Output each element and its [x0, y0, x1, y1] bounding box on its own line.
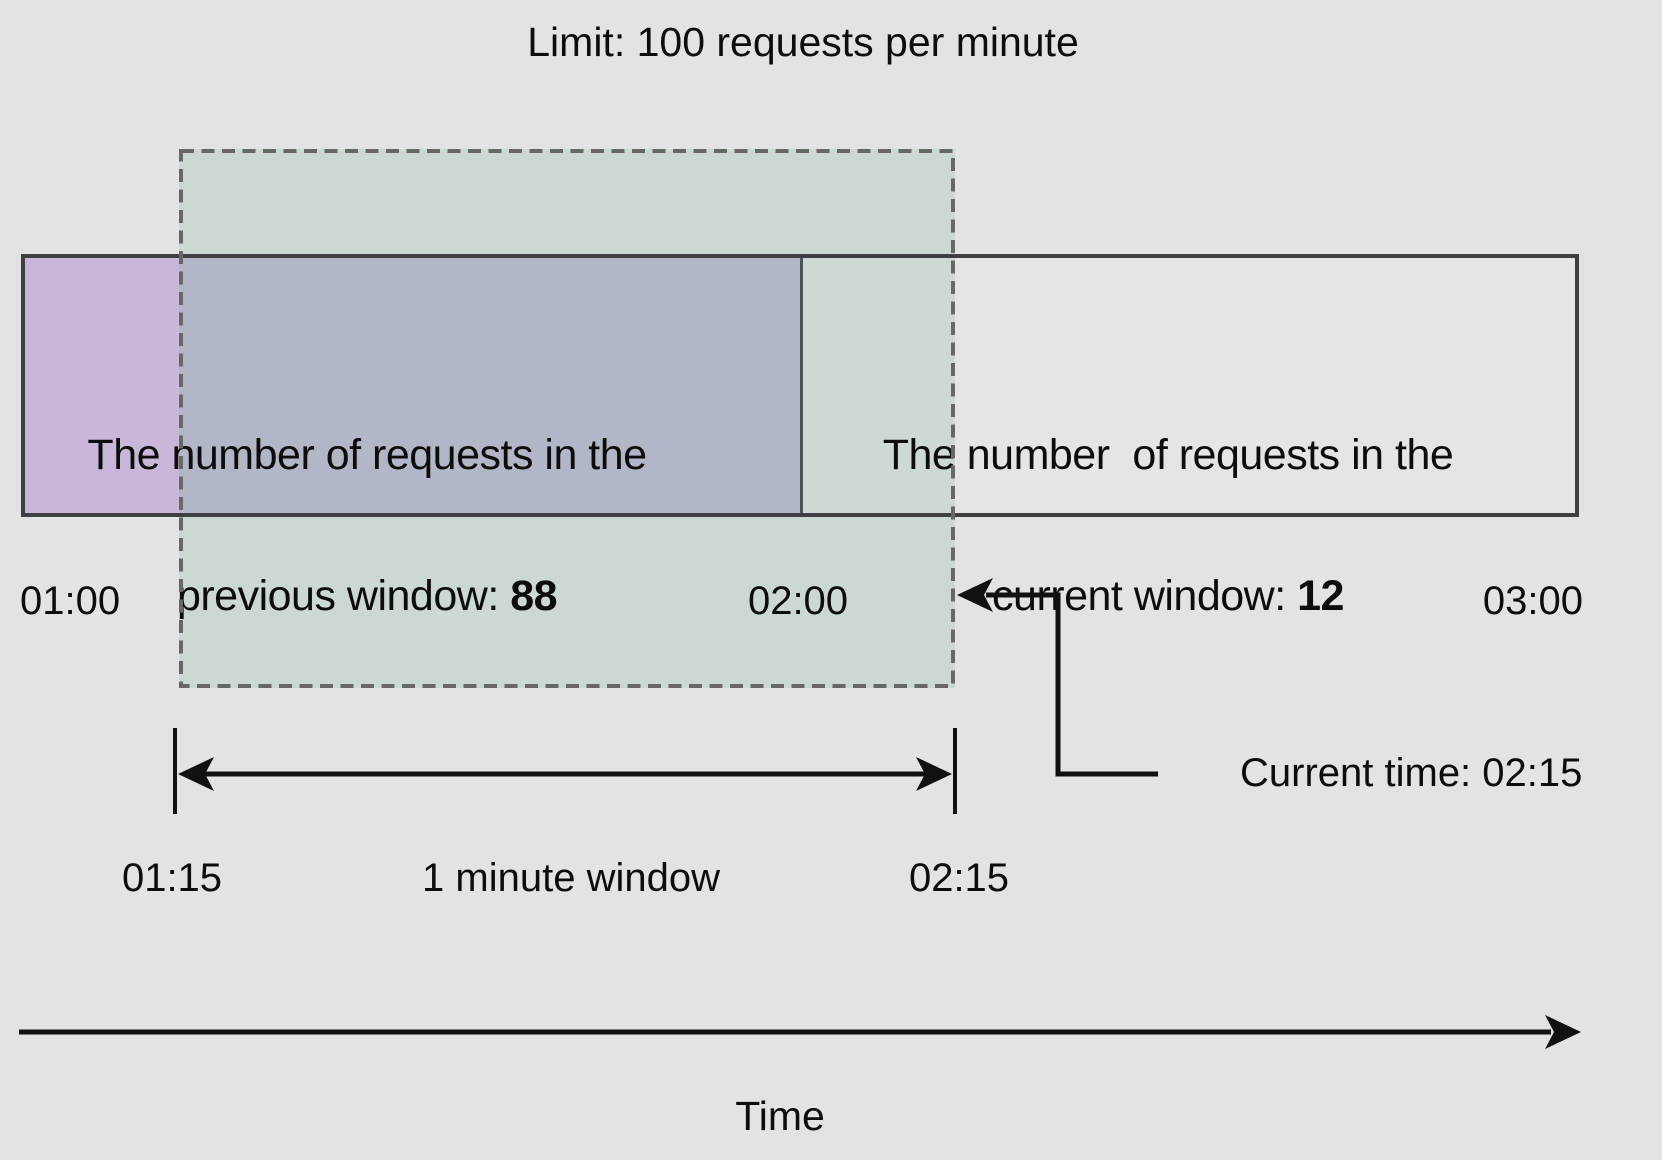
time-axis-arrowhead — [1545, 1015, 1581, 1049]
window-start-label: 01:15 — [121, 856, 223, 900]
window-span-label: 1 minute window — [422, 856, 720, 900]
current-time-label: Current time: 02:15 — [1240, 751, 1583, 795]
time-axis-label: Time — [735, 1093, 825, 1139]
current-window-caption: The number of requests in the current wi… — [883, 338, 1454, 667]
time-label-0100: 01:00 — [20, 579, 121, 623]
previous-window-count: 88 — [510, 572, 558, 620]
sliding-window-fill-top — [179, 149, 955, 254]
current-window-count: 12 — [1297, 572, 1344, 620]
current-window-caption-line1: The number of requests in the — [882, 431, 1454, 479]
previous-window-segment — [25, 258, 179, 513]
window-span-arrowhead-right — [916, 757, 952, 791]
diagram-title: Limit: 100 requests per minute — [527, 19, 1079, 65]
window-span-arrowhead-left — [178, 757, 214, 791]
window-end-label: 02:15 — [908, 856, 1010, 900]
current-window-caption-line2: current window: 12 — [992, 572, 1344, 620]
previous-window-caption-line1: The number of requests in the — [87, 431, 647, 479]
previous-window-caption: The number of requests in the previous w… — [87, 338, 647, 667]
previous-window-caption-line2: previous window: 88 — [176, 572, 558, 620]
time-label-0200: 02:00 — [747, 579, 849, 623]
time-label-0300: 03:00 — [1482, 579, 1583, 623]
